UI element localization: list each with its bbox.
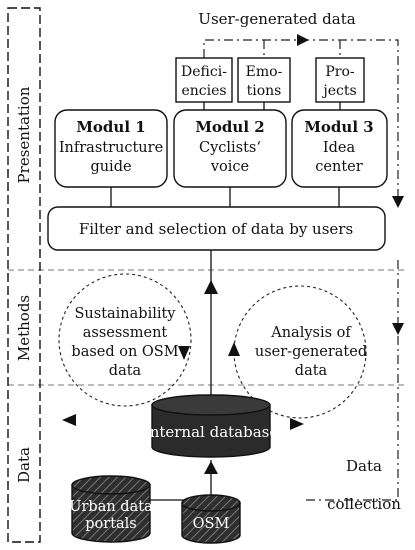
projects-box: Pro- jects: [315, 57, 365, 103]
osm-cylinder: OSM: [181, 494, 241, 544]
sustainability-cycle: [58, 273, 192, 407]
module-3-line-2: center: [315, 159, 362, 175]
module-3-line-1: Idea: [323, 140, 356, 156]
module-3-box: Modul 3 Idea center: [291, 109, 388, 188]
deficiencies-line-2: encies: [181, 83, 226, 99]
sustainability-line-3: based on OSM: [71, 344, 178, 360]
analysis-line-2: user-generated: [255, 344, 367, 360]
emotions-line-1: Emo-: [246, 64, 283, 80]
data-collection-line-1: Data: [346, 457, 382, 475]
osm-label: OSM: [193, 516, 230, 532]
section-side-frame: [7, 7, 41, 543]
internal-database-cylinder: Internal database: [144, 394, 279, 458]
sustainability-cycle-arrowhead: [178, 346, 190, 360]
feedback-arrowhead-right-1: [392, 196, 404, 208]
emotions-box: Emo- tions: [237, 57, 291, 103]
section-label-data: Data: [15, 447, 33, 483]
section-label-presentation: Presentation: [15, 86, 33, 183]
section-label-methods: Methods: [15, 295, 33, 361]
analysis-cycle: [233, 285, 367, 419]
module-2-box: Modul 2 Cyclists‘ voice: [173, 109, 287, 188]
analysis-line-1: Analysis of: [270, 325, 352, 341]
filter-box: Filter and selection of data by users: [47, 206, 386, 251]
urban-data-portals-cylinder: Urban data portals: [69, 475, 153, 543]
data-collection-line-2: collection: [327, 495, 401, 513]
urban-data-line-2: portals: [85, 516, 137, 532]
sustainability-line-2: assessment: [83, 325, 168, 341]
data-collection-line: [305, 260, 399, 501]
module-1-line-1: Infrastructure: [59, 140, 163, 156]
module-1-title: Modul 1: [76, 118, 145, 136]
analysis-cycle-arrowhead: [228, 342, 240, 356]
projects-line-1: Pro-: [325, 64, 355, 80]
feedback-arrowhead-right-2: [392, 323, 404, 335]
urban-data-line-1: Urban data: [69, 499, 153, 515]
internal-database-label: Internal database: [144, 423, 279, 441]
user-generated-data-label: User-generated data: [198, 10, 355, 28]
feedback-arrowhead-top: [297, 34, 309, 46]
module-1-line-2: guide: [90, 159, 131, 175]
module-2-line-2: voice: [210, 159, 249, 175]
projects-line-2: jects: [321, 83, 356, 99]
sources-arrowhead: [204, 461, 218, 474]
module-2-title: Modul 2: [195, 118, 264, 136]
sustainability-line-1: Sustainability: [74, 306, 176, 322]
module-2-line-1: Cyclists‘: [199, 140, 261, 156]
analysis-cycle-arrowhead-2: [290, 418, 304, 430]
flow-arrowhead-up: [204, 280, 218, 294]
module-1-box: Modul 1 Infrastructure guide: [54, 109, 168, 188]
deficiencies-box: Defici- encies: [175, 57, 233, 103]
sustainability-cycle-arrowhead-2: [62, 414, 76, 426]
emotions-line-2: tions: [247, 83, 282, 99]
module-3-title: Modul 3: [304, 118, 373, 136]
analysis-line-3: data: [295, 363, 328, 379]
deficiencies-line-1: Defici-: [181, 64, 227, 80]
filter-box-label: Filter and selection of data by users: [79, 220, 353, 238]
sustainability-line-4: data: [109, 363, 142, 379]
